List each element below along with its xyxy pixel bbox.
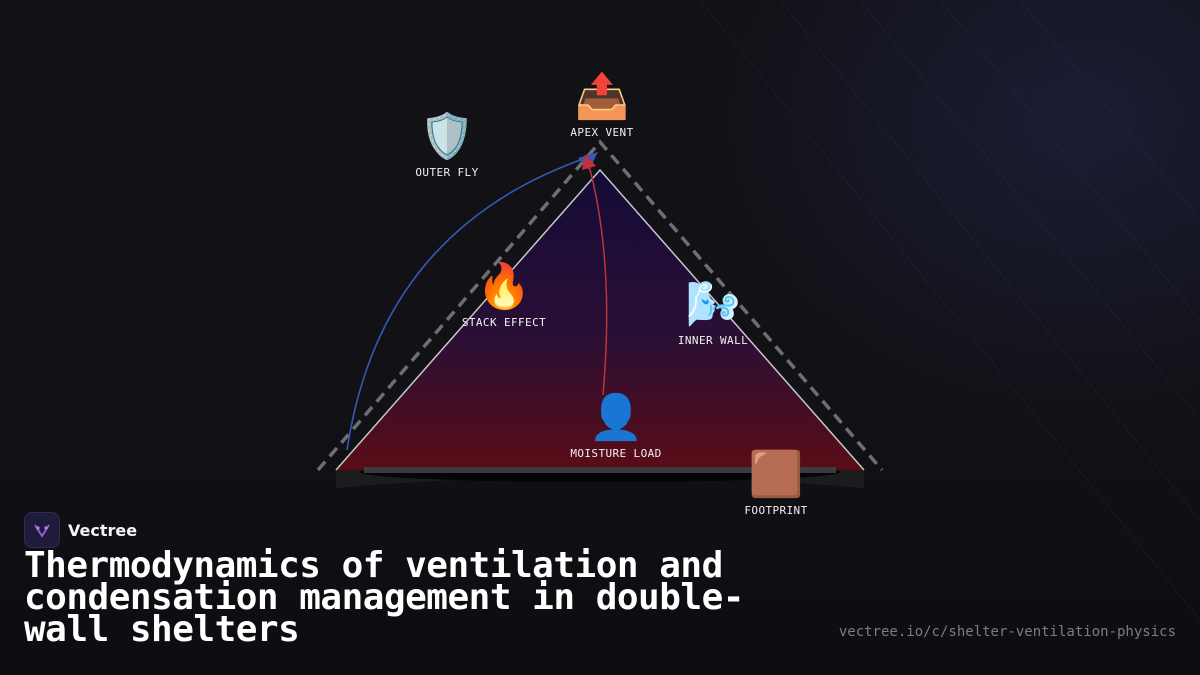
outer-fly-node: 🛡️ OUTER FLY — [415, 111, 479, 180]
wind-face-icon: 🌬️ — [685, 279, 741, 330]
source-url[interactable]: vectree.io/c/shelter-ventilation-physics — [838, 624, 1176, 640]
inner-wall-line — [335, 168, 865, 471]
inner-wall-node: 🌬️ INNER WALL — [677, 279, 749, 348]
stack-effect-label: STACK EFFECT — [461, 316, 547, 329]
shield-icon: 🛡️ — [419, 111, 475, 162]
blue-airflow-arrow — [346, 157, 587, 451]
inner-tent-body — [336, 170, 864, 470]
footprint-node: 🟫 FOOTPRINT — [744, 449, 808, 518]
red-arrowhead — [582, 154, 596, 170]
brand: Vectree — [24, 512, 137, 548]
vectree-logo-icon — [24, 512, 60, 548]
outer-fly-line — [316, 139, 884, 472]
page-title: Thermodynamics of ventilation and conden… — [24, 545, 744, 650]
outer-fly-label: OUTER FLY — [415, 166, 479, 179]
floor-bar — [364, 467, 836, 473]
footprint-label: FOOTPRINT — [744, 504, 808, 517]
moisture-load-node: 👤 MOISTURE LOAD — [570, 392, 662, 461]
inner-wall-label: INNER WALL — [677, 334, 749, 347]
apex-vent-label: APEX VENT — [570, 126, 634, 139]
person-silhouette-icon: 👤 — [588, 392, 644, 443]
fire-icon: 🔥 — [476, 261, 532, 312]
brand-name: Vectree — [68, 520, 138, 540]
apex-vent-node: 📤 APEX VENT — [570, 71, 634, 140]
red-moisture-arrow — [587, 161, 608, 396]
brown-square-icon: 🟫 — [748, 449, 804, 500]
moisture-load-label: MOISTURE LOAD — [570, 447, 662, 460]
outbox-tray-icon: 📤 — [574, 71, 630, 122]
stack-effect-node: 🔥 STACK EFFECT — [461, 261, 547, 330]
